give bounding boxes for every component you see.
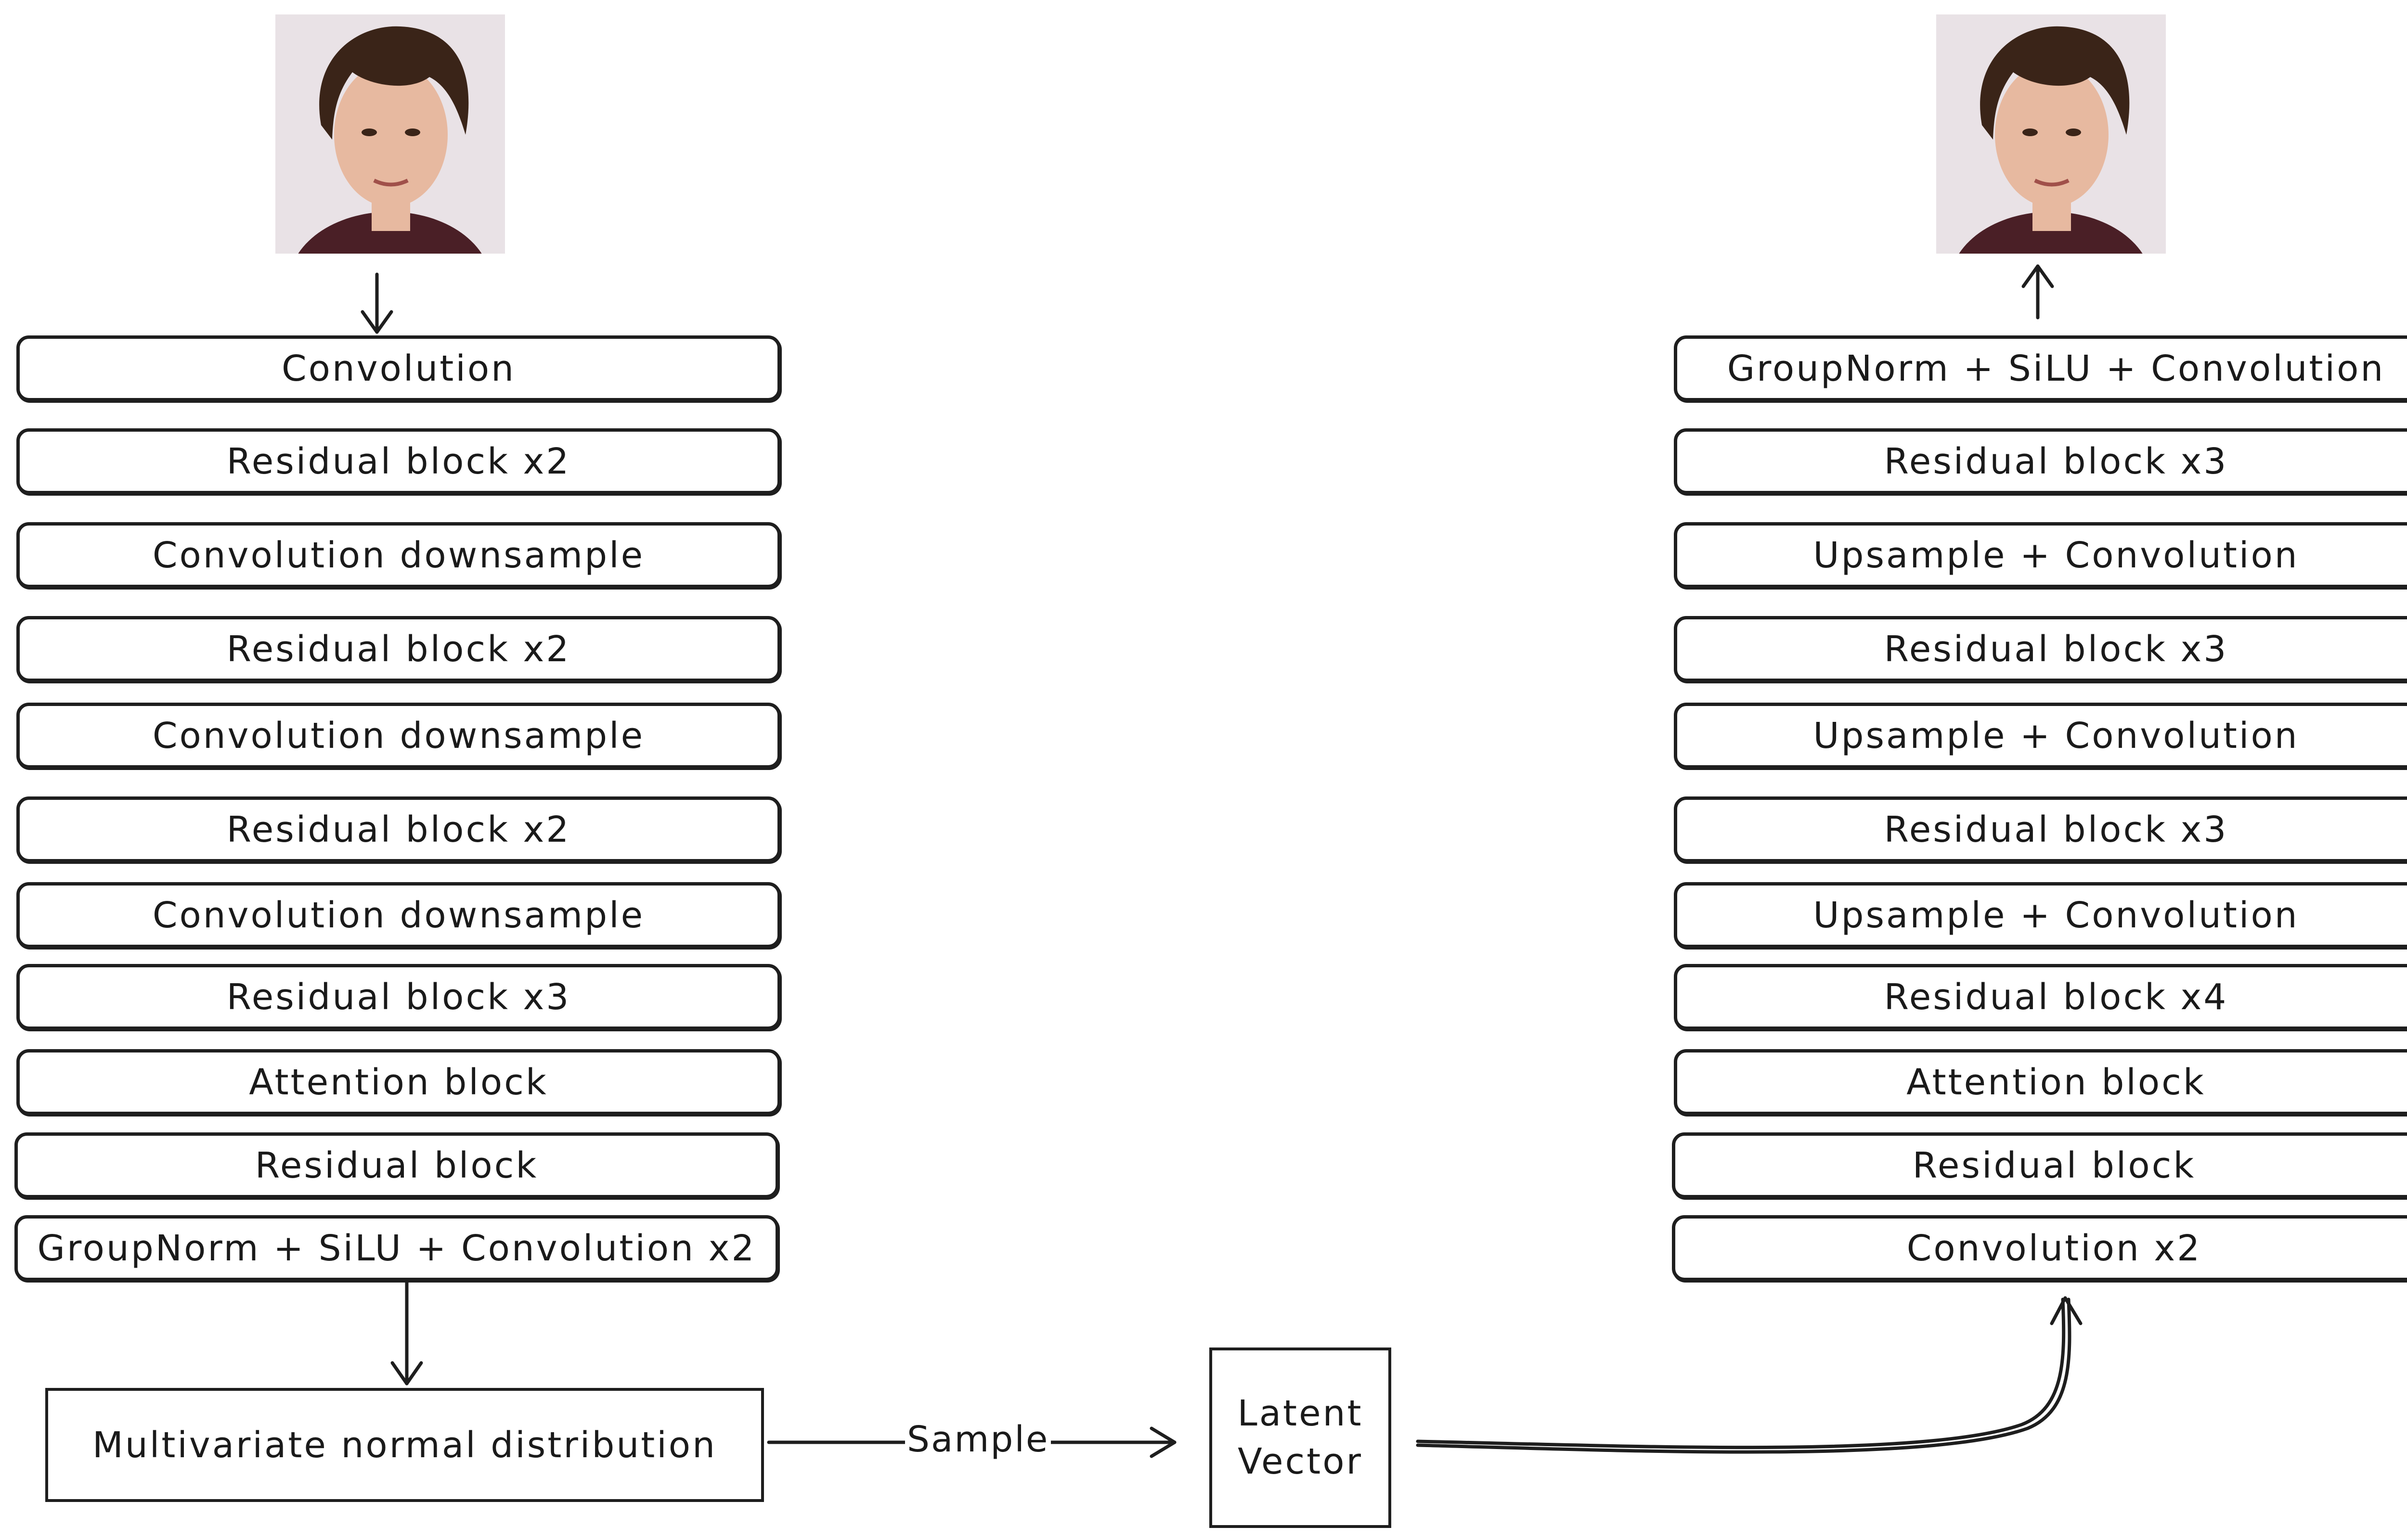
decoder-block: Residual block — [1672, 1132, 2407, 1198]
encoder-block: Convolution — [16, 335, 781, 401]
arrowhead — [390, 1361, 423, 1386]
input-face-image — [275, 14, 505, 254]
decoder-block: Residual block x3 — [1674, 796, 2407, 862]
decoder-block: Residual block x4 — [1674, 964, 2407, 1030]
decoder-block: Upsample + Convolution — [1674, 703, 2407, 769]
encoder-block: Attention block — [16, 1049, 781, 1115]
latent-vector-box: Latent Vector — [1209, 1348, 1391, 1528]
decoder-block: Residual block x3 — [1674, 616, 2407, 682]
decoder-block: GroupNorm + SiLU + Convolution — [1674, 335, 2407, 401]
encoder-block: Residual block — [14, 1132, 779, 1198]
distribution-box: Multivariate normal distribution — [45, 1388, 764, 1502]
face-photo-icon — [275, 14, 505, 254]
encoder-block: Residual block x2 — [16, 616, 781, 682]
arrowhead — [1150, 1426, 1177, 1458]
decoder-block: Upsample + Convolution — [1674, 522, 2407, 588]
decoder-block: Residual block x3 — [1674, 428, 2407, 494]
latent-label-line1: Latent — [1237, 1392, 1363, 1434]
arrowhead — [2021, 264, 2054, 288]
sample-edge-label: Sample — [905, 1419, 1051, 1460]
output-face-image — [1936, 14, 2166, 254]
encoder-block: Residual block x2 — [16, 428, 781, 494]
encoder-block: GroupNorm + SiLU + Convolution x2 — [14, 1215, 779, 1281]
decoder-block: Upsample + Convolution — [1674, 882, 2407, 948]
arrow-latent-to-decoder-second-stroke — [1416, 1297, 2071, 1454]
encoder-block: Residual block x2 — [16, 796, 781, 862]
arrowhead — [2050, 1296, 2083, 1325]
decoder-block: Convolution x2 — [1672, 1215, 2407, 1281]
encoder-block: Convolution downsample — [16, 882, 781, 948]
encoder-block: Residual block x3 — [16, 964, 781, 1030]
latent-label-line2: Vector — [1238, 1440, 1363, 1482]
face-photo-icon — [1936, 14, 2166, 254]
encoder-block: Convolution downsample — [16, 522, 781, 588]
arrowhead — [361, 310, 393, 334]
decoder-block: Attention block — [1674, 1049, 2407, 1115]
arrow-latent-to-decoder — [1416, 1297, 2066, 1450]
encoder-block: Convolution downsample — [16, 703, 781, 769]
